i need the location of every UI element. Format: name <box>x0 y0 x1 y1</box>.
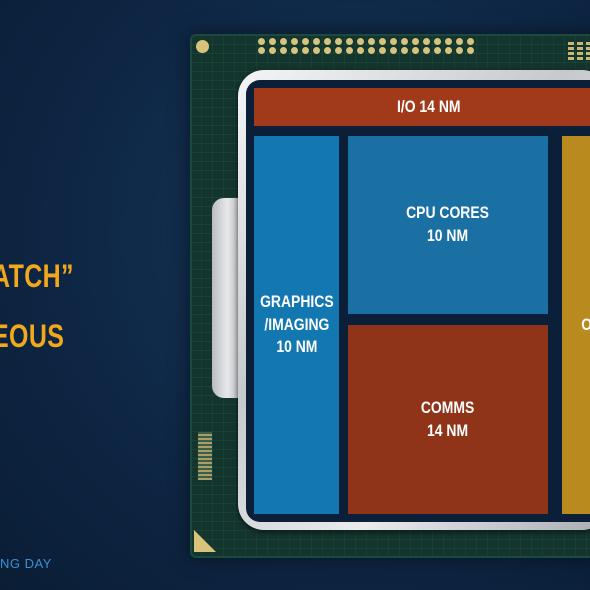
contact-pad <box>335 47 342 54</box>
headline-line-1: ATCH” <box>0 258 74 294</box>
contact-pad <box>445 38 452 45</box>
contact-pad <box>346 47 353 54</box>
contact-pad <box>412 47 419 54</box>
contact-pad <box>390 47 397 54</box>
capacitor-strip <box>198 432 212 480</box>
contact-pad <box>568 52 574 55</box>
contact-pad <box>568 57 574 60</box>
comms-block-label: COMMS 14 NM <box>421 397 475 440</box>
contact-pad <box>280 38 287 45</box>
graphics-block-label: GRAPHICS /IMAGING 10 NM <box>259 291 334 357</box>
contact-pad <box>258 47 265 54</box>
contact-pad <box>434 47 441 54</box>
contact-pad <box>412 38 419 45</box>
cpu-cores-block: CPU CORES 10 NM <box>348 136 548 314</box>
io-block: I/O 14 NM <box>254 88 590 126</box>
graphics-block: GRAPHICS /IMAGING 10 NM <box>254 136 339 514</box>
contact-pad <box>280 47 287 54</box>
contact-pad <box>302 38 309 45</box>
comms-block: COMMS 14 NM <box>348 325 548 514</box>
contact-pad <box>368 47 375 54</box>
contact-pad <box>467 47 474 54</box>
contact-pad <box>269 38 276 45</box>
contact-pad <box>379 38 386 45</box>
contact-pad <box>357 47 364 54</box>
contact-pad <box>577 42 583 45</box>
pin1-marker-dot <box>196 40 209 53</box>
contact-pad <box>434 38 441 45</box>
contact-pad <box>324 38 331 45</box>
contact-pad <box>568 42 574 45</box>
io-block-label: I/O 14 NM <box>397 96 461 116</box>
contact-pad <box>586 42 590 45</box>
contact-pads-top <box>258 38 475 54</box>
contact-pad <box>346 38 353 45</box>
contact-pad <box>456 47 463 54</box>
contact-pad <box>401 38 408 45</box>
contact-pad <box>291 38 298 45</box>
other-block: O <box>562 136 590 514</box>
contact-pad <box>269 47 276 54</box>
contact-pad <box>577 57 583 60</box>
contact-pad <box>335 38 342 45</box>
contact-pad <box>357 38 364 45</box>
contact-pad <box>586 52 590 55</box>
contact-pad <box>586 57 590 60</box>
contact-pad <box>577 52 583 55</box>
contact-pad <box>401 47 408 54</box>
contact-pad <box>324 47 331 54</box>
contact-pad <box>456 38 463 45</box>
headline-line-2: EOUS <box>0 318 65 354</box>
contact-pad <box>467 38 474 45</box>
other-block-label: O <box>581 314 590 337</box>
cpu-cores-block-label: CPU CORES 10 NM <box>406 203 490 245</box>
contact-pad <box>423 47 430 54</box>
contact-pad <box>302 47 309 54</box>
contact-pad <box>258 38 265 45</box>
pin1-marker-triangle <box>194 530 216 552</box>
contact-pad <box>313 47 320 54</box>
contact-pad <box>577 47 583 50</box>
contact-pad <box>368 38 375 45</box>
contact-pad <box>445 47 452 54</box>
contact-pad <box>586 47 590 50</box>
contact-pad <box>568 47 574 50</box>
contact-pad <box>313 38 320 45</box>
contact-pad <box>390 38 397 45</box>
contact-pad <box>291 47 298 54</box>
contact-pad <box>423 38 430 45</box>
contact-pad <box>379 47 386 54</box>
footer-text: NG DAY <box>0 556 52 571</box>
contact-pads-right <box>568 42 590 60</box>
